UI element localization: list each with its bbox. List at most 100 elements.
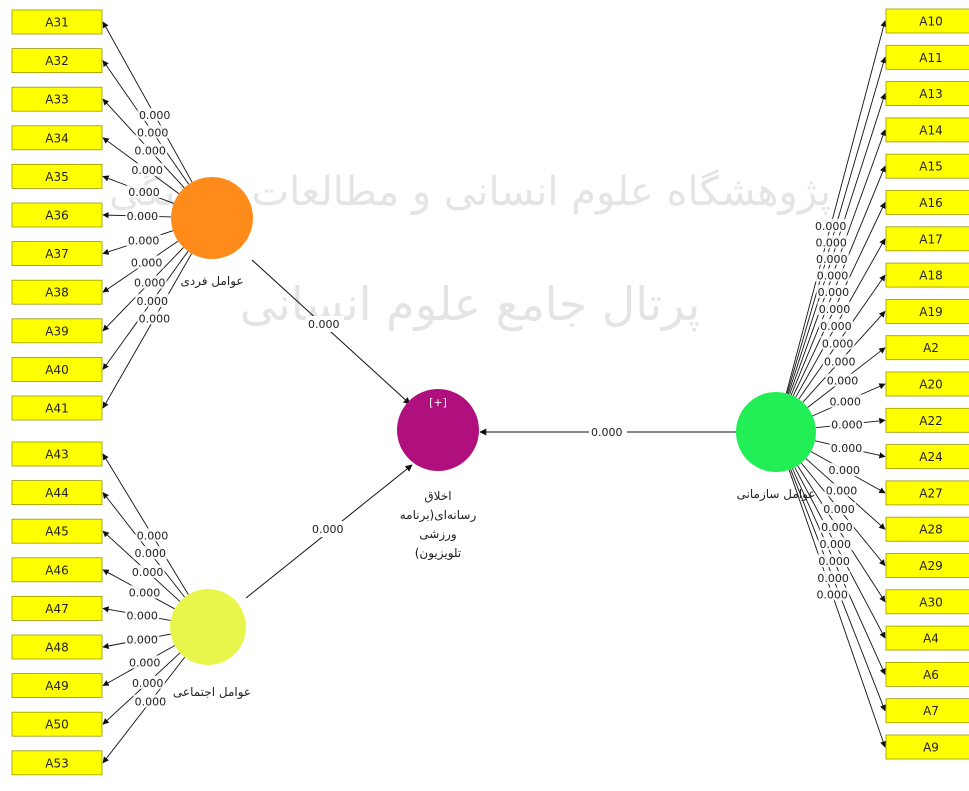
loading-arrow-a39[interactable] [102,247,184,332]
indicator-a22-label: A22 [919,414,942,428]
loading-arrow-a43[interactable] [102,453,189,595]
loading-value-a29: 0.000 [823,503,855,516]
indicator-a28-box[interactable] [885,516,969,542]
indicator-a37-box[interactable] [11,241,103,267]
indicator-a2-box[interactable] [885,335,969,361]
indicator-a7-box[interactable] [885,698,969,724]
indicator-a45-label: A45 [45,525,68,539]
indicator-a10-box[interactable] [885,8,969,34]
construct-individual-label: عوامل فردی [180,274,243,289]
loading-arrow-a40[interactable] [102,251,189,370]
indicator-a53-label: A53 [45,756,68,770]
indicator-a22-box[interactable] [885,407,969,433]
loading-arrow-a9[interactable] [788,469,887,748]
indicator-a48-box[interactable] [11,634,103,660]
indicator-a48-label: A48 [45,641,68,655]
indicator-a53-box[interactable] [11,750,103,776]
indicator-a41-box[interactable] [11,395,103,421]
loading-arrow-a31[interactable] [102,21,193,183]
loading-value-a14: 0.000 [817,269,849,282]
loading-value-a37: 0.000 [128,234,160,247]
indicator-a32-box[interactable] [11,48,103,73]
indicator-a40-box[interactable] [11,356,103,382]
indicator-a49-box[interactable] [11,673,103,698]
indicator-a30-box[interactable] [885,589,969,615]
indicator-a39-box[interactable] [11,318,103,344]
indicator-a45-box[interactable] [11,518,103,544]
indicator-a17-box[interactable] [885,226,969,252]
loading-value-a9: 0.000 [816,589,848,602]
construct-social-circle[interactable] [170,589,246,665]
loading-arrow-a17[interactable] [795,238,886,398]
collapse-toggle-icon[interactable]: [+] [429,396,447,409]
indicator-a11-box[interactable] [885,44,969,70]
indicator-a34-box[interactable] [11,125,103,151]
loading-value-a50: 0.000 [132,677,164,690]
indicator-a24-box[interactable] [885,444,969,470]
indicator-a20-box[interactable] [885,371,969,397]
indicator-a2-label: A2 [923,341,939,355]
indicator-a43-label: A43 [45,448,68,462]
indicator-a44-box[interactable] [11,480,103,506]
loading-value-a2: 0.000 [827,375,859,388]
construct-individual-circle[interactable] [171,177,253,259]
loading-arrow-a10[interactable] [785,20,887,394]
loading-arrow-a16[interactable] [792,201,886,397]
indicator-a9-box[interactable] [885,734,969,760]
indicator-a4-label: A4 [923,632,939,646]
loading-value-a38: 0.000 [131,257,163,270]
indicator-a31-box[interactable] [11,9,103,35]
indicator-a19-box[interactable] [885,298,969,324]
loading-value-a24: 0.000 [831,442,863,455]
construct-target-label-line-2: رسانه‌ای(برنامه [400,508,477,523]
construct-organizational[interactable]: عوامل سازمانی [736,392,816,502]
indicator-a14-box[interactable] [885,117,969,143]
indicator-a29-label: A29 [919,559,942,573]
construct-organizational-circle[interactable] [736,392,816,472]
loading-value-a16: 0.000 [819,303,851,316]
loading-arrow-a4[interactable] [794,467,886,639]
indicator-a47-box[interactable] [11,596,103,621]
indicator-a16-box[interactable] [885,190,969,215]
indicator-a15-box[interactable] [885,153,969,179]
construct-social[interactable]: عوامل اجتماعی [170,589,251,700]
loading-arrow-a44[interactable] [102,492,185,598]
indicators-layer: A31A32A33A34A35A36A37A38A39A40A41A43A44A… [11,8,969,776]
loading-value-a30: 0.000 [821,521,853,534]
indicator-a36-box[interactable] [11,202,103,228]
indicator-a18-label: A18 [919,269,942,283]
loading-value-a35: 0.000 [128,186,160,199]
indicator-a13-box[interactable] [885,81,969,106]
construct-individual[interactable]: عوامل فردی [171,177,253,289]
loading-arrow-a53[interactable] [102,656,186,764]
loading-value-a6: 0.000 [818,555,850,568]
indicator-a6-box[interactable] [885,662,969,687]
indicator-a7-label: A7 [923,704,939,718]
indicator-a35-box[interactable] [11,163,103,189]
indicator-a33-box[interactable] [11,86,103,112]
loading-value-a22: 0.000 [831,418,863,431]
loading-value-a7: 0.000 [817,572,849,585]
path-coefficient-organizational: 0.000 [591,426,623,439]
indicator-a18-box[interactable] [885,262,969,288]
indicator-a29-box[interactable] [885,553,969,578]
indicator-a19-label: A19 [919,305,942,319]
loading-arrow-a41[interactable] [102,253,192,409]
indicator-a27-box[interactable] [885,480,969,506]
indicator-a43-box[interactable] [11,441,103,467]
indicator-a4-box[interactable] [885,625,969,651]
loading-value-a45: 0.000 [132,566,164,579]
construct-target[interactable]: [+] اخلاق رسانه‌ای(برنامه ورزشی تلویزیون… [397,389,479,561]
loading-arrow-a30[interactable] [797,465,886,603]
construct-target-circle[interactable] [397,389,479,471]
indicator-a13-label: A13 [919,87,942,101]
loading-value-a19: 0.000 [824,355,856,368]
loading-arrow-a32[interactable] [102,60,190,185]
indicator-a38-box[interactable] [11,279,103,305]
indicator-a46-box[interactable] [11,557,103,583]
indicator-a49-label: A49 [45,679,68,693]
indicator-a50-box[interactable] [11,711,103,737]
indicator-a10-label: A10 [919,15,942,29]
loading-arrow-a33[interactable] [102,98,185,189]
indicator-a40-label: A40 [45,363,68,377]
